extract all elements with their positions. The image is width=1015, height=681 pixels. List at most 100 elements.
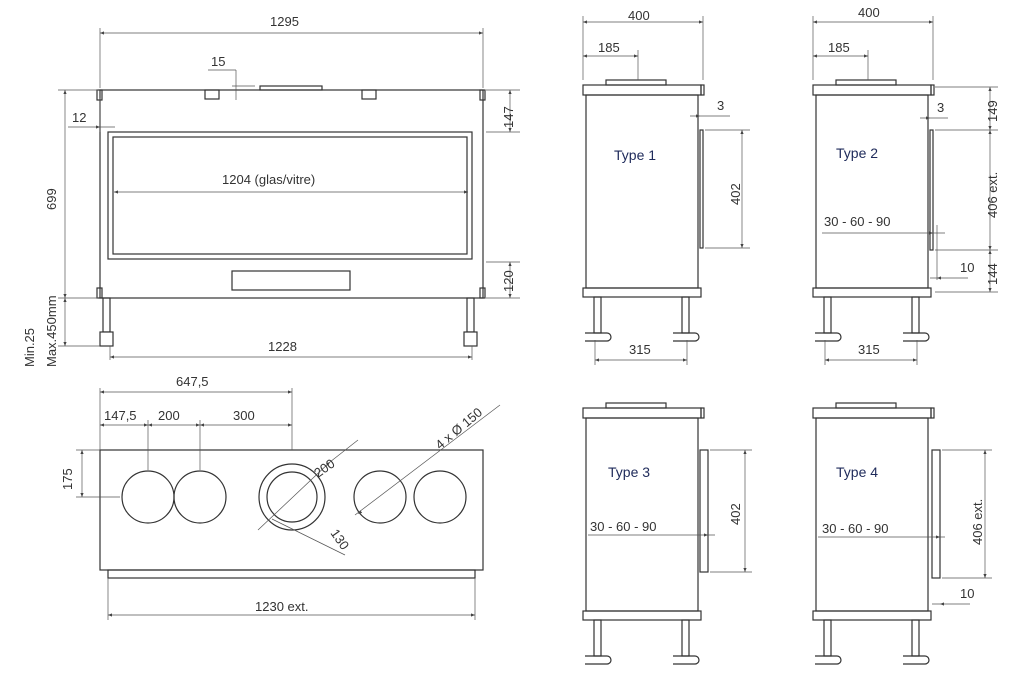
arrowhead (940, 602, 944, 606)
corner-tab (479, 89, 486, 101)
dim-leg-min: Min.25 (22, 328, 37, 367)
dim-leg-spacing: 1228 (268, 339, 297, 354)
dim-height: 699 (44, 188, 59, 210)
dim-depth-offset: 175 (60, 468, 75, 490)
arrowhead (508, 90, 512, 94)
center-flue-inner (266, 471, 318, 523)
t2-leg-spacing: 315 (858, 342, 880, 357)
arrowhead (988, 126, 992, 130)
arrowhead (583, 54, 587, 58)
t1-gap: 3 (717, 98, 724, 113)
arrowhead (144, 423, 148, 427)
arrowhead (913, 358, 917, 362)
type4-bottom-plate (812, 610, 932, 621)
arrowhead (63, 294, 67, 298)
arrowhead (96, 125, 100, 129)
type1-bottom-plate (582, 287, 702, 298)
arrowhead (743, 568, 747, 572)
arrowhead (479, 31, 483, 35)
arrowhead (988, 250, 992, 254)
dim-outer-diameter: 200 (311, 456, 337, 481)
dim-outlets: 4 x Ø 150 (432, 405, 485, 453)
arrowhead (508, 128, 512, 132)
flue-outlet (413, 470, 467, 524)
arrowhead (699, 20, 703, 24)
type4-foot (815, 655, 842, 665)
t3-door: 402 (728, 503, 743, 525)
dim-leg-max: Max.450mm (44, 295, 59, 367)
dim-width: 1295 (270, 14, 299, 29)
type2-foot (903, 332, 930, 342)
corner-tab (96, 287, 103, 299)
t1-leg-spacing: 315 (629, 342, 651, 357)
arrowhead (696, 114, 700, 118)
type2-bottom-plate (812, 287, 932, 298)
t2-label: Type 2 (836, 145, 878, 161)
arrowhead (63, 298, 67, 302)
arrowhead (937, 276, 941, 280)
arrowhead (740, 244, 744, 248)
t4-offset: 10 (960, 586, 974, 601)
dimension-line (257, 461, 331, 531)
arrowhead (926, 116, 930, 120)
arrowhead (108, 613, 112, 617)
type3-bottom-plate (582, 610, 702, 621)
arrowhead (63, 90, 67, 94)
t2-door: 406 ext. (985, 172, 1000, 218)
center-flue-outer (258, 463, 326, 531)
arrowhead (704, 533, 708, 537)
type3-foot (585, 655, 612, 665)
arrowhead (100, 390, 104, 394)
arrowhead (983, 574, 987, 578)
arrowhead (825, 358, 829, 362)
dim-cap-offset: 15 (211, 54, 225, 69)
type1-top-lip (700, 84, 705, 96)
top-cap (259, 85, 323, 91)
arrowhead (110, 355, 114, 359)
arrowhead (683, 358, 687, 362)
arrowhead (583, 20, 587, 24)
type2-foot (815, 332, 842, 342)
arrowhead (595, 358, 599, 362)
type3-flue-cap (605, 402, 667, 409)
t4-door: 406 ext. (970, 499, 985, 545)
type3-foot (673, 655, 700, 665)
t1-depth: 400 (628, 8, 650, 23)
arrowhead (80, 450, 84, 454)
t2-gap: 3 (937, 100, 944, 115)
arrowhead (743, 450, 747, 454)
t2-top: 149 (985, 100, 1000, 122)
t4-label: Type 4 (836, 464, 878, 480)
dim-side-frame: 12 (72, 110, 86, 125)
t2-depth: 400 (858, 5, 880, 20)
skirt (107, 569, 476, 579)
arrowhead (63, 342, 67, 346)
arrowhead (114, 190, 118, 194)
dim-spacing2: 300 (233, 408, 255, 423)
arrowhead (464, 190, 468, 194)
glass (112, 136, 468, 255)
dimension-line (329, 439, 359, 463)
arrowhead (468, 355, 472, 359)
arrowhead (988, 87, 992, 91)
t1-label: Type 1 (614, 147, 656, 163)
dim-bottom-band: 120 (501, 270, 516, 292)
arrowhead (813, 54, 817, 58)
type4-top-lip (930, 407, 935, 419)
arrowhead (200, 423, 204, 427)
t1-door: 402 (728, 183, 743, 205)
t3-options: 30 - 60 - 90 (590, 519, 657, 534)
dim-spacing1: 200 (158, 408, 180, 423)
t2-flue-offset: 185 (828, 40, 850, 55)
type1-foot (585, 332, 612, 342)
arrowhead (148, 423, 152, 427)
type3-door (699, 449, 709, 573)
dim-top-band: 147 (501, 106, 516, 128)
arrowhead (80, 493, 84, 497)
t1-flue-offset: 185 (598, 40, 620, 55)
arrowhead (471, 613, 475, 617)
dim-glass: 1204 (glas/vitre) (222, 172, 315, 187)
arrowhead (929, 20, 933, 24)
